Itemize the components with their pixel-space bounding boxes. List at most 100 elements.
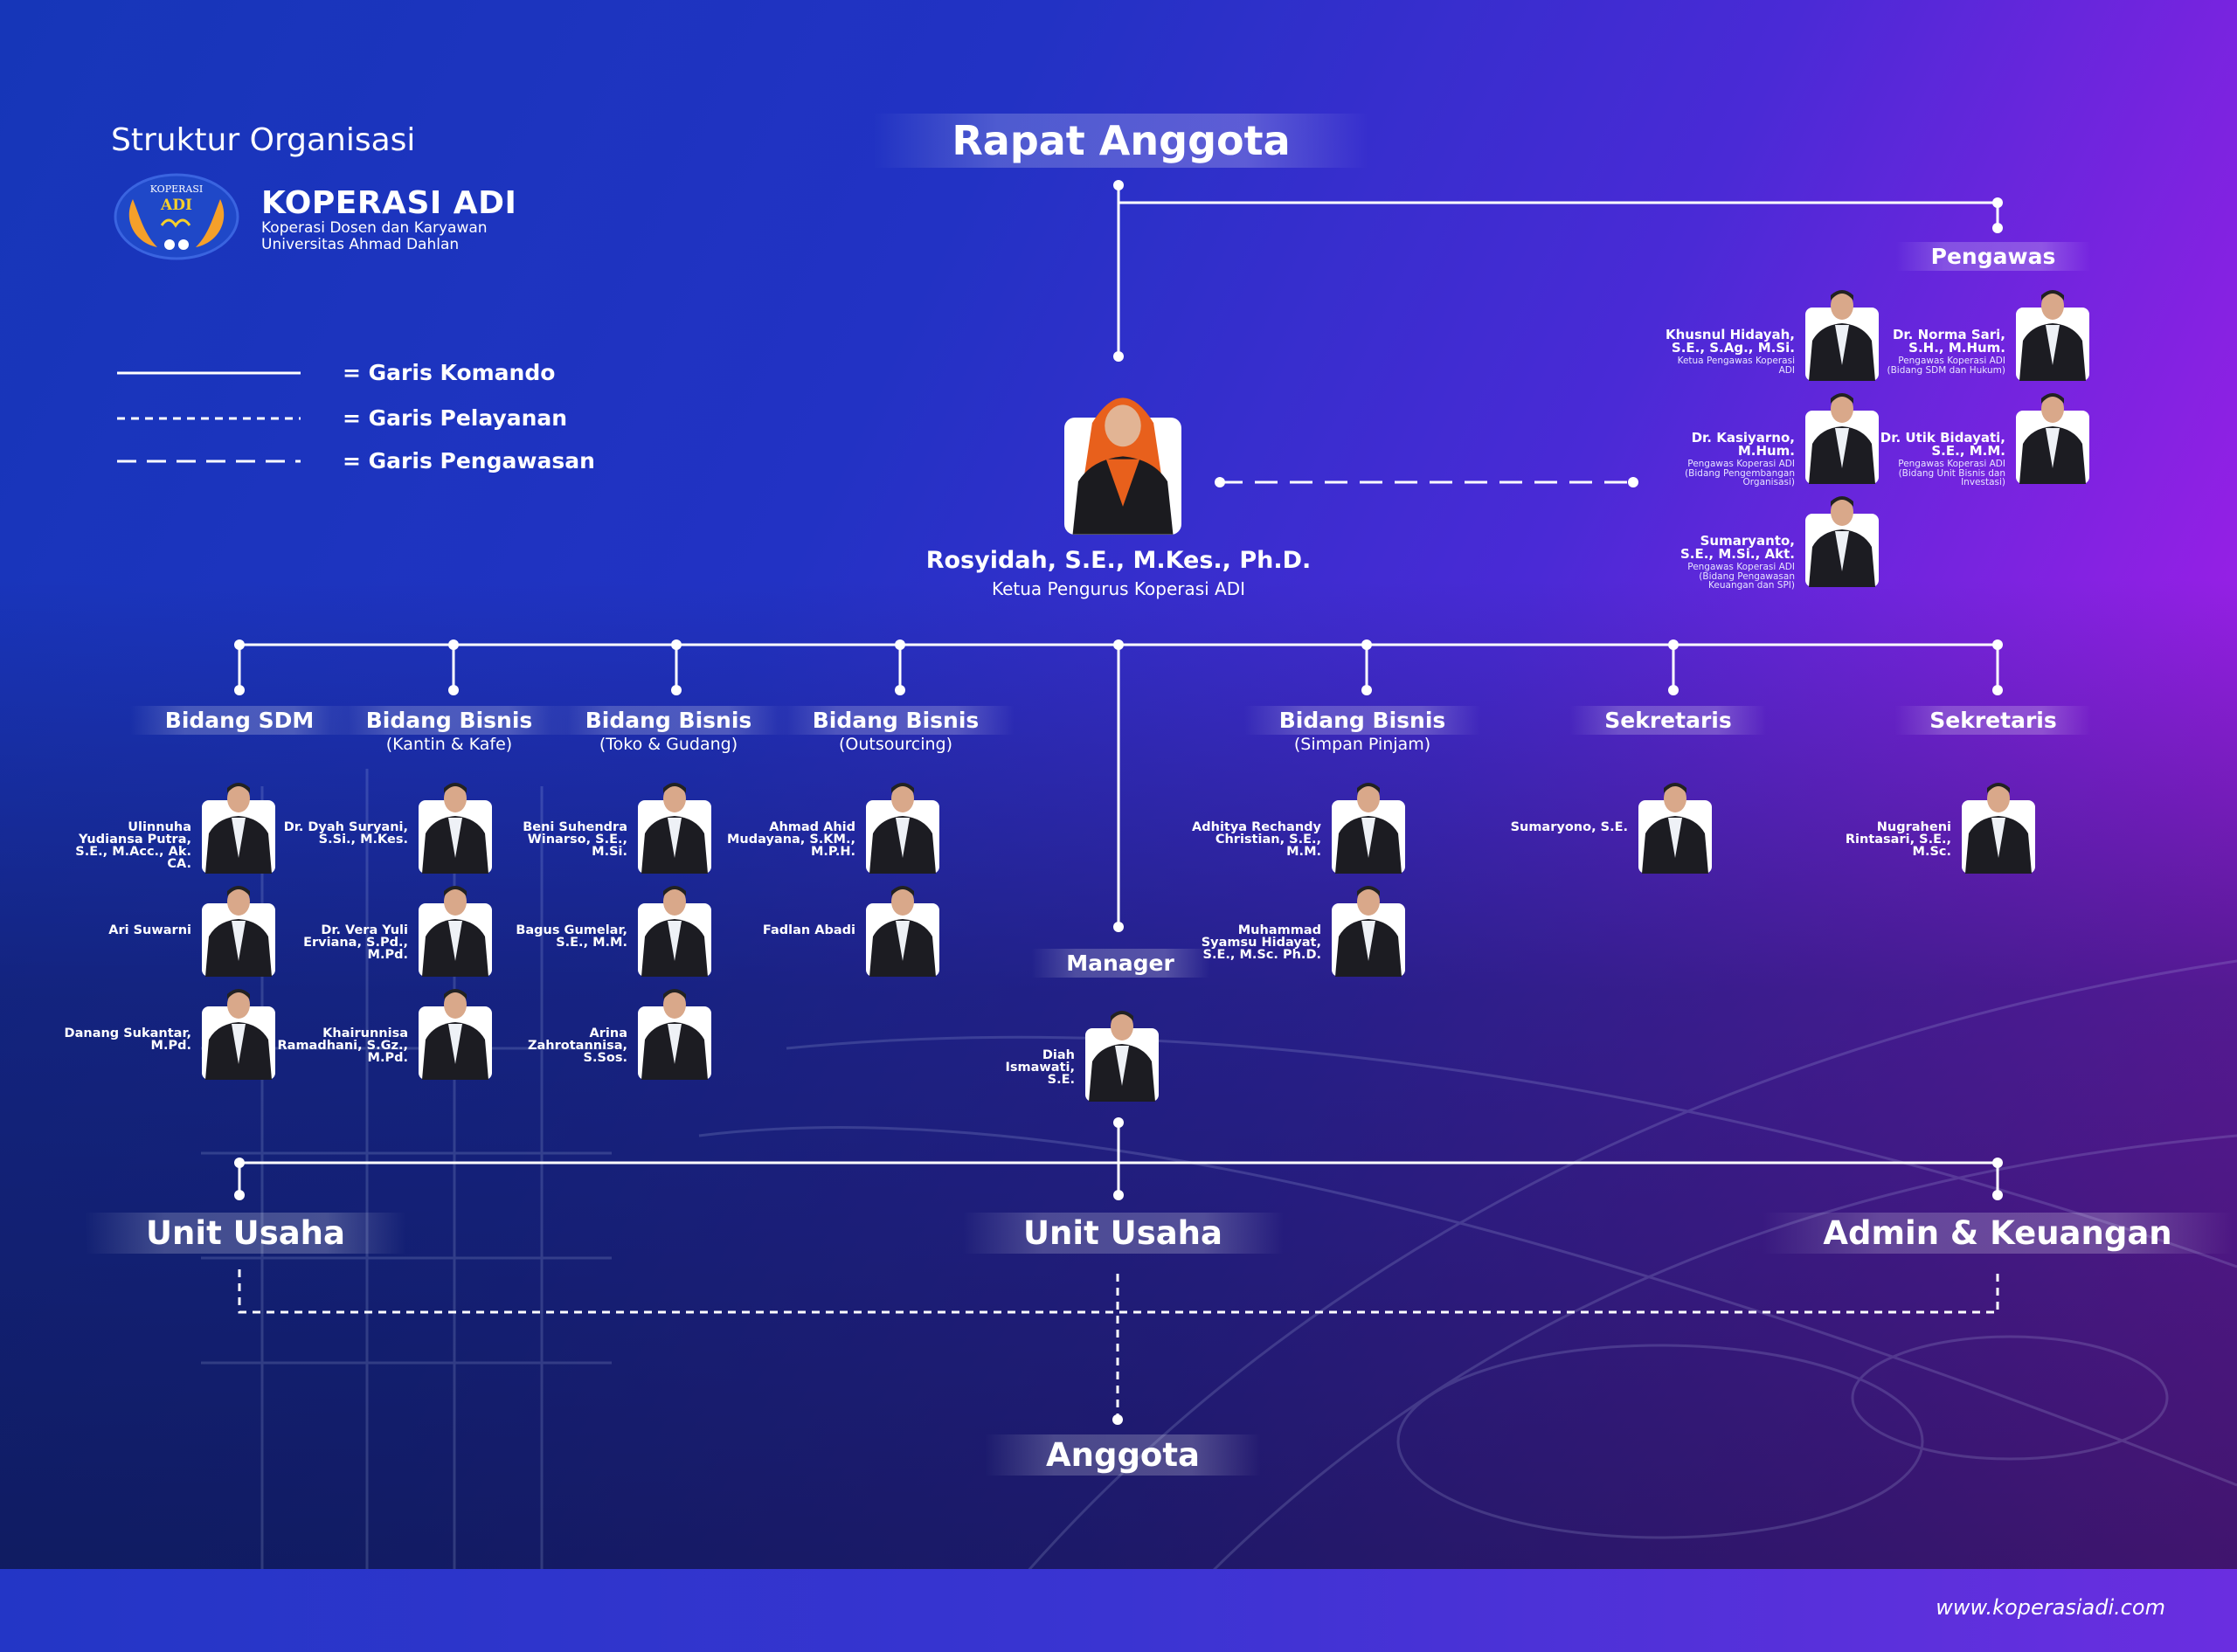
sekretaris-1-label: Sekretaris	[1569, 706, 1767, 735]
person-silhouette-icon	[869, 783, 936, 874]
member-name: Beni Suhendra Winarso, S.E., M.Si.	[523, 820, 627, 859]
person-silhouette-icon	[641, 886, 708, 977]
svg-text:ADI: ADI	[160, 197, 192, 214]
dotted-line-icon	[117, 417, 301, 419]
manager-member: Diah Ismawati, S.E.	[862, 1011, 1159, 1131]
pengawas-text: Dr. Kasiyarno, M.Hum.Pengawas Koperasi A…	[1664, 432, 1795, 514]
legend-pelayanan: = Garis Pelayanan	[117, 405, 567, 431]
person-silhouette-icon	[1809, 393, 1875, 484]
member-photo	[202, 989, 275, 1080]
member-photo	[638, 783, 711, 874]
member-photo	[1332, 783, 1405, 874]
unit-usaha-1-label: Unit Usaha	[85, 1213, 406, 1254]
brand-name: KOPERASI ADI	[261, 185, 517, 221]
solid-line-icon	[117, 371, 301, 374]
pengawas-text: Dr. Norma Sari, S.H., M.Hum.Pengawas Kop…	[1874, 328, 2005, 411]
member-card: Sumaryono, S.E.	[1415, 783, 1712, 903]
member-name: Ahmad Ahid Mudayana, S.KM., M.P.H.	[726, 820, 855, 859]
member-photo	[866, 886, 939, 977]
pengawas-name: Dr. Kasiyarno, M.Hum.	[1691, 430, 1795, 459]
member-photo	[202, 886, 275, 977]
member-card: Danang Sukantar, M.Pd.	[0, 989, 275, 1109]
member-name: Fadlan Abadi	[762, 923, 855, 937]
bidang-simpan-pinjam-label: Bidang Bisnis	[1243, 706, 1481, 735]
person-silhouette-icon	[1089, 1011, 1155, 1102]
member-photo	[419, 989, 492, 1080]
member-card: Nugraheni Rintasari, S.E., M.Sc.	[1738, 783, 2035, 903]
bidang-toko-sub: (Toko & Gudang)	[599, 735, 738, 754]
member-card: Arina Zahrotannisa, S.Sos.	[414, 989, 711, 1109]
member-card: Adhitya Rechandy Christian, S.E., M.M.	[1108, 783, 1405, 903]
sekretaris-2-members: Nugraheni Rintasari, S.E., M.Sc.	[1738, 783, 2035, 903]
bidang-sdm-members: Ulinnuha Yudiansa Putra, S.E., M.Acc., A…	[0, 783, 275, 1109]
ketua-name: Rosyidah, S.E., M.Kes., Ph.D.	[925, 547, 1312, 574]
legend-label: = Garis Pengawasan	[343, 448, 595, 473]
member-name: Adhitya Rechandy Christian, S.E., M.M.	[1192, 820, 1321, 859]
bidang-kantin-members: Dr. Dyah Suryani, S.Si., M.Kes.Dr. Vera …	[195, 783, 492, 1109]
person-silhouette-icon	[641, 783, 708, 874]
member-name: Dr. Vera Yuli Erviana, S.Pd., M.Pd.	[303, 923, 408, 962]
admin-keuangan-label: Admin & Keuangan	[1762, 1213, 2234, 1254]
footer-bar: www.koperasiadi.com	[0, 1569, 2237, 1652]
pengawas-text: Dr. Utik Bidayati, S.E., M.M.Pengawas Ko…	[1874, 432, 2005, 514]
legend-label: = Garis Pelayanan	[343, 405, 568, 431]
person-silhouette-icon	[1809, 290, 1875, 381]
member-photo	[202, 783, 275, 874]
legend-komando: = Garis Komando	[117, 360, 555, 385]
svg-text:KOPERASI: KOPERASI	[150, 183, 203, 195]
pengawas-card: Sumaryanto, S.E., M.Si., Akt.Pengawas Ko…	[1564, 496, 1879, 617]
member-name: Khairunnisa Ramadhani, S.Gz., M.Pd.	[277, 1026, 409, 1065]
pengawas-column-2: Dr. Norma Sari, S.H., M.Hum.Pengawas Kop…	[1775, 290, 2089, 514]
member-photo	[1805, 290, 1879, 381]
sekretaris-1-members: Sumaryono, S.E.	[1415, 783, 1712, 903]
sekretaris-2-label: Sekretaris	[1894, 706, 2092, 735]
person-silhouette-icon	[1335, 783, 1402, 874]
bidang-outsourcing-sub: (Outsourcing)	[838, 735, 953, 754]
member-name: Arina Zahrotannisa, S.Sos.	[528, 1026, 627, 1065]
member-card: Dr. Vera Yuli Erviana, S.Pd., M.Pd.	[195, 886, 492, 1006]
member-photo	[638, 886, 711, 977]
pengawas-text: Sumaryanto, S.E., M.Si., Akt.Pengawas Ko…	[1664, 535, 1795, 617]
member-card: Bagus Gumelar, S.E., M.M.	[414, 886, 711, 1006]
pengawas-column-1: Khusnul Hidayah, S.E., S.Ag., M.Si.Ketua…	[1564, 290, 1879, 617]
pengawas-name: Dr. Norma Sari, S.H., M.Hum.	[1892, 327, 2005, 356]
ketua-photo	[1064, 397, 1181, 535]
bidang-sdm-label: Bidang SDM	[129, 706, 350, 735]
member-card: Ulinnuha Yudiansa Putra, S.E., M.Acc., A…	[0, 783, 275, 903]
bidang-toko-label: Bidang Bisnis	[550, 706, 787, 735]
member-card: Beni Suhendra Winarso, S.E., M.Si.	[414, 783, 711, 903]
member-card: Muhammad Syamsu Hidayat, S.E., M.Sc. Ph.…	[1108, 886, 1405, 1006]
member-photo	[1805, 496, 1879, 587]
bidang-toko-members: Beni Suhendra Winarso, S.E., M.Si. Bagus …	[414, 783, 711, 1109]
pengawas-role: Ketua Pengawas Koperasi ADI	[1677, 356, 1795, 376]
person-silhouette-icon	[422, 886, 488, 977]
bidang-outsourcing-label: Bidang Bisnis	[777, 706, 1015, 735]
pengawas-role: Pengawas Koperasi ADI (Bidang Pengembang…	[1685, 459, 1795, 487]
dashed-line-icon	[117, 460, 301, 462]
person-silhouette-icon	[869, 886, 936, 977]
person-silhouette-icon	[2019, 393, 2086, 484]
brand-subtitle: Koperasi Dosen dan Karyawan Universitas …	[261, 220, 488, 253]
person-silhouette-icon	[1965, 783, 2032, 874]
member-name: Sumaryono, S.E.	[1510, 820, 1628, 834]
pengawas-name: Sumaryanto, S.E., M.Si., Akt.	[1679, 533, 1795, 562]
pengawas-card: Dr. Kasiyarno, M.Hum.Pengawas Koperasi A…	[1564, 393, 1879, 514]
person-silhouette-icon	[205, 886, 272, 977]
member-name: Ulinnuha Yudiansa Putra, S.E., M.Acc., A…	[75, 820, 191, 871]
legend-label: = Garis Komando	[343, 360, 556, 385]
pengawas-name: Dr. Utik Bidayati, S.E., M.M.	[1880, 430, 2005, 459]
website-link[interactable]: www.koperasiadi.com	[1936, 1595, 2165, 1620]
ketua-role: Ketua Pengurus Koperasi ADI	[991, 578, 1246, 599]
pengawas-role: Pengawas Koperasi ADI (Bidang Unit Bisni…	[1898, 459, 2005, 487]
bidang-outsourcing-members: Ahmad Ahid Mudayana, S.KM., M.P.H. Fadlan…	[642, 783, 939, 1006]
member-photo	[2016, 290, 2089, 381]
pengawas-name: Khusnul Hidayah, S.E., S.Ag., M.Si.	[1665, 327, 1795, 356]
person-silhouette-icon	[1809, 496, 1875, 587]
bidang-simpan-pinjam-members: Adhitya Rechandy Christian, S.E., M.M. Mu…	[1108, 783, 1405, 1006]
member-name: Ari Suwarni	[108, 923, 191, 937]
pengawas-role: Pengawas Koperasi ADI (Bidang SDM dan Hu…	[1887, 356, 2005, 376]
pengawas-label: Pengawas	[1895, 242, 2091, 271]
member-photo	[2016, 393, 2089, 484]
member-photo	[638, 989, 711, 1080]
koperasi-adi-logo: KOPERASI ADI	[114, 173, 239, 260]
